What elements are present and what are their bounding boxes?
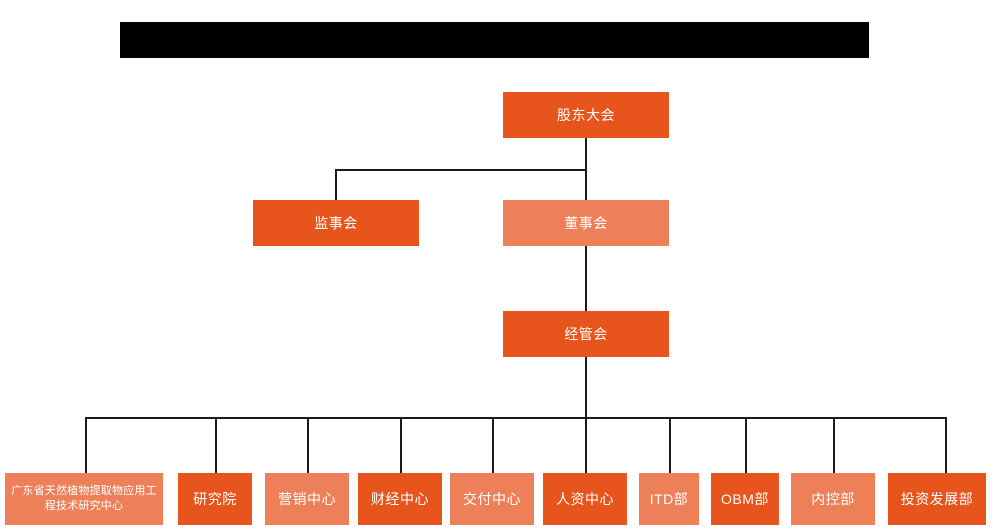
connector-drop-delivery-center: [492, 417, 494, 473]
connector-drop-obm-dept: [745, 417, 747, 473]
connector-drop-marketing-center: [307, 417, 309, 473]
node-investment-dev-dept[interactable]: 投资发展部: [888, 473, 986, 525]
node-research-institute[interactable]: 研究院: [178, 473, 252, 525]
node-obm-dept-label: OBM部: [721, 490, 769, 507]
node-gd-research-center-label: 广东省天然植物提取物应用工程技术研究中心: [11, 484, 157, 512]
node-gd-research-center[interactable]: 广东省天然植物提取物应用工程技术研究中心: [5, 473, 163, 525]
connector-drop-internal-control-dept: [833, 417, 835, 473]
node-internal-control-dept-label: 内控部: [811, 490, 855, 507]
node-directors[interactable]: 董事会: [503, 200, 669, 246]
node-directors-label: 董事会: [564, 214, 608, 231]
node-obm-dept[interactable]: OBM部: [711, 473, 779, 525]
connector-management-stem: [585, 357, 587, 417]
connector-drop-investment-dev-dept: [945, 417, 947, 473]
node-marketing-center-label: 营销中心: [278, 490, 336, 507]
node-management-label: 经管会: [564, 325, 608, 342]
connector-drop-itd-dept: [669, 417, 671, 473]
node-hr-center[interactable]: 人资中心: [543, 473, 627, 525]
connector-drop-hr-center: [585, 417, 587, 473]
node-marketing-center[interactable]: 营销中心: [265, 473, 349, 525]
connector-departments-bus: [85, 417, 945, 419]
node-itd-dept-label: ITD部: [649, 490, 689, 507]
connector-supervisors-drop: [335, 169, 337, 200]
node-supervisors-label: 监事会: [314, 214, 358, 231]
node-shareholders-label: 股东大会: [557, 106, 615, 123]
node-management[interactable]: 经管会: [503, 311, 669, 357]
connector-shareholders-bus: [335, 169, 586, 171]
node-hr-center-label: 人资中心: [556, 490, 614, 507]
connector-drop-gd-research-center: [85, 417, 87, 473]
redacted-title-bar: [120, 22, 869, 58]
connector-drop-research-institute: [215, 417, 217, 473]
node-shareholders[interactable]: 股东大会: [503, 92, 669, 138]
node-supervisors[interactable]: 监事会: [253, 200, 419, 246]
node-delivery-center[interactable]: 交付中心: [450, 473, 534, 525]
node-research-institute-label: 研究院: [193, 490, 237, 507]
connector-directors-to-management: [585, 246, 587, 311]
node-itd-dept[interactable]: ITD部: [639, 473, 699, 525]
node-finance-center[interactable]: 财经中心: [358, 473, 442, 525]
connector-drop-finance-center: [400, 417, 402, 473]
connector-shareholders-stem: [585, 138, 587, 200]
node-finance-center-label: 财经中心: [371, 490, 429, 507]
node-investment-dev-dept-label: 投资发展部: [900, 490, 974, 507]
node-delivery-center-label: 交付中心: [463, 490, 521, 507]
node-internal-control-dept[interactable]: 内控部: [791, 473, 875, 525]
